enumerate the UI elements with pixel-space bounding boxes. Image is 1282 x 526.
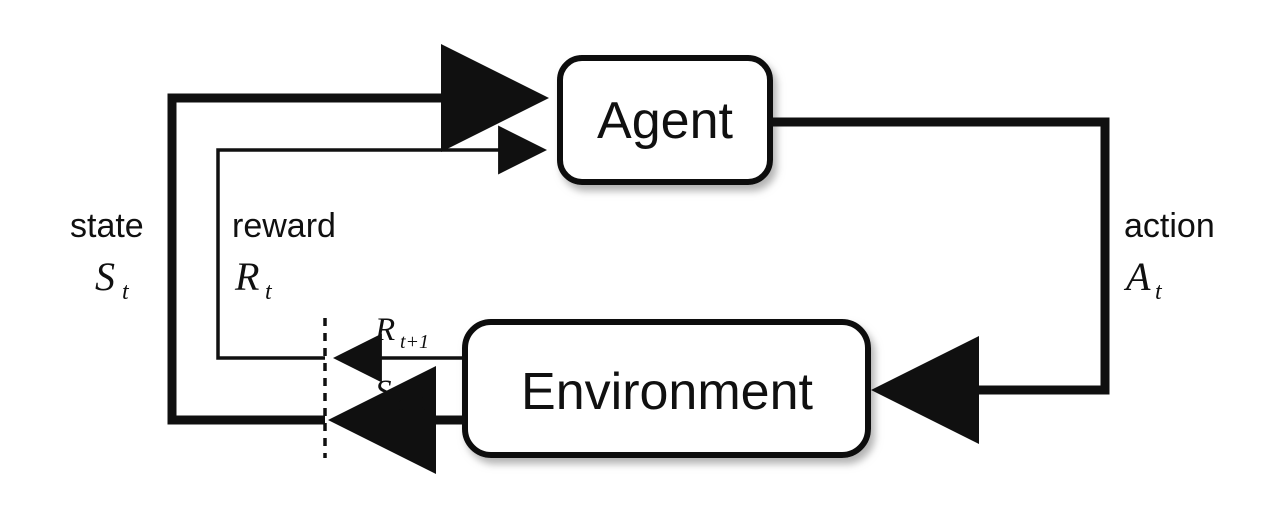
action-symbol-subscript: t xyxy=(1155,279,1163,305)
node-agent[interactable]: Agent xyxy=(557,55,773,185)
state-symbol: S xyxy=(95,254,115,299)
reward-next-subscript: t+1 xyxy=(400,331,429,353)
label-state-next-group: S t+1 xyxy=(375,374,427,415)
label-state-group: state S t xyxy=(70,207,144,305)
state-symbol-subscript: t xyxy=(122,279,130,305)
environment-box-label: Environment xyxy=(521,363,813,421)
reward-next-symbol: R xyxy=(374,312,395,348)
reward-symbol-subscript: t xyxy=(265,279,273,305)
edge-reward-loop xyxy=(216,125,548,360)
state-next-symbol: S xyxy=(375,374,392,410)
state-next-subscript: t+1 xyxy=(398,393,427,415)
edge-action-loop xyxy=(770,117,1110,444)
label-reward-next-group: R t+1 xyxy=(374,312,429,353)
action-symbol: A xyxy=(1123,254,1151,299)
environment-box[interactable] xyxy=(462,319,871,458)
label-reward-group: reward R t xyxy=(232,207,336,305)
agent-box-label: Agent xyxy=(597,92,733,150)
label-action-group: action A t xyxy=(1123,207,1215,305)
action-edge-path xyxy=(770,117,1110,444)
node-environment[interactable]: Environment xyxy=(462,319,871,458)
state-edge-path xyxy=(167,44,549,425)
reward-label: reward xyxy=(232,207,336,245)
action-label: action xyxy=(1124,207,1215,245)
edge-state-loop xyxy=(167,44,549,425)
reward-edge-path xyxy=(216,125,548,360)
state-label: state xyxy=(70,207,144,245)
reward-symbol: R xyxy=(234,254,259,299)
